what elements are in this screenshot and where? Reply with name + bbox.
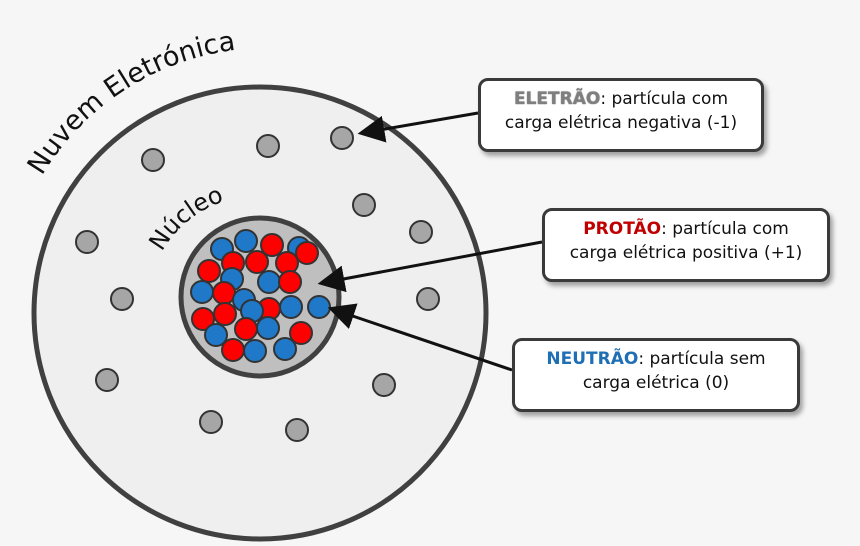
electron [409, 220, 433, 244]
neutron [273, 337, 297, 361]
electron [352, 193, 376, 217]
proton [212, 281, 236, 305]
electron-callout-line1: ELETRÃO: partícula com [481, 87, 761, 111]
proton-callout: PROTÃO: partícula com carga elétrica pos… [542, 208, 830, 282]
electron-desc-1: : partícula com [600, 89, 729, 109]
neutron [234, 229, 258, 253]
electron [110, 287, 134, 311]
neutron-desc-2: carga elétrica (0) [582, 373, 730, 393]
electron-arrow [357, 111, 479, 143]
proton [289, 321, 313, 345]
proton [221, 338, 245, 362]
proton-desc-2: carga elétrica positiva (+1) [569, 243, 803, 263]
neutron [256, 316, 280, 340]
neutron [257, 270, 281, 294]
neutron-desc-1: : partícula sem [638, 349, 766, 369]
electron [330, 126, 354, 150]
electron [416, 287, 440, 311]
electron [285, 418, 309, 442]
neutron-callout-line1: NEUTRÃO: partícula sem [515, 347, 797, 371]
proton-arrow [317, 240, 543, 293]
neutron [243, 339, 267, 363]
electron [199, 410, 223, 434]
electrons-group [75, 126, 440, 442]
electron [372, 373, 396, 397]
electron-desc-2: carga elétrica negativa (-1) [504, 113, 738, 133]
electron [141, 148, 165, 172]
neutron [279, 295, 303, 319]
proton-desc-1: : partícula com [661, 219, 789, 239]
electron [256, 134, 280, 158]
neutron [307, 295, 331, 319]
proton [245, 250, 269, 274]
proton [234, 317, 258, 341]
neutron-keyword: NEUTRÃO [546, 349, 639, 369]
proton [191, 307, 215, 331]
proton [295, 241, 319, 265]
proton [278, 270, 302, 294]
neutron-callout: NEUTRÃO: partícula sem carga elétrica (0… [512, 338, 800, 412]
nucleons-group [190, 229, 331, 363]
proton-callout-line1: PROTÃO: partícula com [545, 217, 827, 241]
electron-keyword: ELETRÃO [513, 89, 601, 109]
electron [95, 368, 119, 392]
neutron [204, 323, 228, 347]
proton [213, 302, 237, 326]
neutron-arrow [327, 303, 513, 372]
proton [197, 259, 221, 283]
neutron [190, 280, 214, 304]
proton [260, 233, 284, 257]
electron [75, 230, 99, 254]
proton-keyword: PROTÃO [583, 219, 662, 239]
electron-callout: ELETRÃO: partícula com carga elétrica ne… [478, 78, 764, 152]
